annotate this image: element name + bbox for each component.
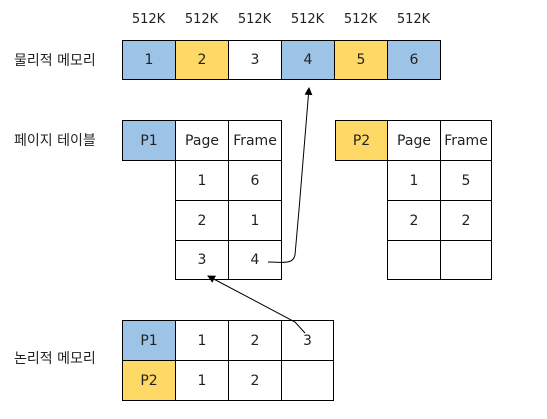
- frame-size-label: 512K: [131, 12, 166, 27]
- logical-p1-page: 3: [281, 320, 334, 361]
- p2-table-cell: 2: [440, 200, 492, 241]
- logical-p1-page: 1: [175, 320, 229, 361]
- p2-table-header-frame: Frame: [440, 120, 492, 161]
- physical-frame-2: 2: [175, 40, 229, 80]
- p2-table-cell: [440, 240, 492, 280]
- p2-table-cell: 5: [440, 160, 492, 201]
- logical-memory-label: 논리적 메모리: [14, 351, 96, 367]
- p1-table-header-frame: Frame: [228, 120, 282, 161]
- physical-frame-1: 1: [122, 40, 176, 80]
- p2-table-cell: [387, 240, 441, 280]
- logical-p2-label: P2: [122, 360, 176, 401]
- p1-table-cell: 3: [175, 240, 229, 280]
- physical-memory-label: 물리적 메모리: [14, 53, 96, 69]
- frame-size-label: 512K: [237, 12, 272, 27]
- logical-p2-page: [281, 360, 334, 401]
- p1-table-header-page: Page: [175, 120, 229, 161]
- p1-table-cell: 1: [228, 200, 282, 241]
- logical-p1-page: 2: [228, 320, 282, 361]
- p1-table-cell: 2: [175, 200, 229, 241]
- logical-p2-page: 1: [175, 360, 229, 401]
- p1-table-process-label: P1: [122, 120, 176, 161]
- p2-table-cell: 1: [387, 160, 441, 201]
- frame-size-label: 512K: [290, 12, 325, 27]
- frame-size-label: 512K: [343, 12, 378, 27]
- p2-table-header-page: Page: [387, 120, 441, 161]
- logical-p1-label: P1: [122, 320, 176, 361]
- p1-table-cell: 1: [175, 160, 229, 201]
- p2-table-cell: 2: [387, 200, 441, 241]
- physical-frame-3: 3: [228, 40, 282, 80]
- page-table-label: 페이지 테이블: [14, 133, 96, 149]
- logical-p2-page: 2: [228, 360, 282, 401]
- p1-table-cell: 4: [228, 240, 282, 280]
- p1-table-cell: 6: [228, 160, 282, 201]
- physical-frame-4: 4: [281, 40, 335, 80]
- physical-frame-6: 6: [387, 40, 441, 80]
- frame-size-label: 512K: [184, 12, 219, 27]
- p2-table-process-label: P2: [335, 120, 388, 161]
- frame-size-label: 512K: [396, 12, 431, 27]
- physical-frame-5: 5: [334, 40, 388, 80]
